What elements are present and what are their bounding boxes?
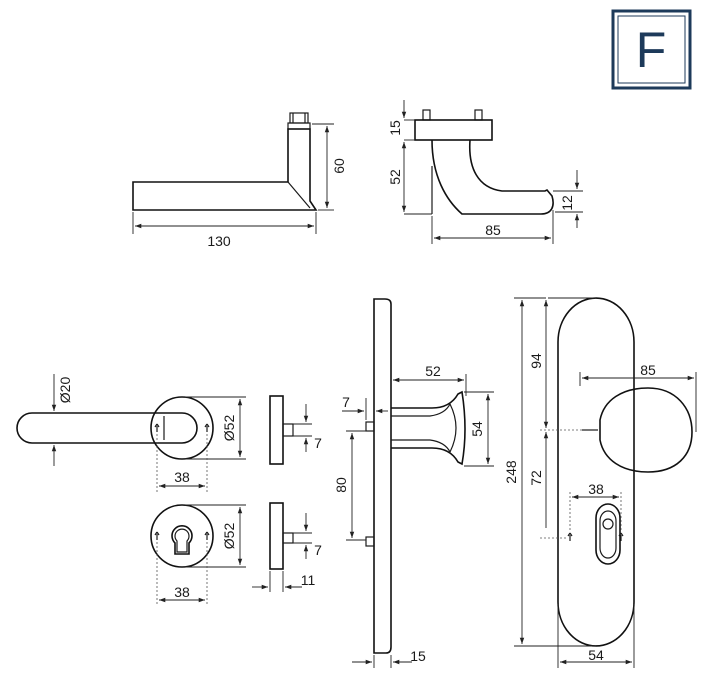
dim-fixing-spacing: 80	[333, 477, 349, 493]
logo-letter: F	[636, 22, 667, 78]
dim-rose-width: 38	[174, 469, 190, 485]
rose-side-view: 7	[269, 395, 322, 465]
dim-lever-height: 60	[331, 158, 347, 174]
dim-plate-reach: 85	[640, 362, 656, 378]
dim-cylinder-width: 38	[588, 481, 604, 497]
plate-front-view: 94 72 248 85 38 54	[503, 297, 697, 668]
dim-plate-upper: 94	[528, 353, 544, 369]
dim-escutcheon-projection: 7	[314, 542, 322, 558]
dim-plate-length: 248	[503, 460, 519, 484]
dim-plate-offset: 7	[342, 394, 350, 410]
lever-top-view: 15 52 85 12	[387, 100, 583, 244]
plate-side-view: 7 80 52 54 15	[333, 298, 494, 668]
dim-side-reach: 52	[425, 363, 441, 379]
brand-logo: F	[611, 9, 692, 90]
escutcheon-side-view: 7 11	[252, 502, 322, 592]
dim-escutcheon-diameter: Ø52	[221, 523, 237, 550]
dim-escutcheon-thickness: 11	[301, 572, 316, 588]
lever-side-view: 130 60	[132, 112, 347, 249]
dim-lever-depth: 85	[485, 222, 501, 238]
dim-side-height: 54	[469, 421, 485, 437]
escutcheon-front-view: Ø52 38	[150, 504, 246, 606]
dim-lever-top: 15	[387, 120, 403, 136]
dim-rose-projection: 7	[314, 435, 322, 451]
dim-lever-drop: 52	[387, 169, 403, 185]
rose-front-view: Ø20 Ø52 38	[16, 374, 246, 492]
dim-grip-diameter: Ø20	[57, 377, 73, 404]
dim-lever-thickness: 12	[559, 195, 575, 211]
dim-lever-length: 130	[207, 233, 231, 249]
dim-escutcheon-width: 38	[174, 584, 190, 600]
dim-rose-diameter: Ø52	[221, 415, 237, 442]
dim-plate-thickness: 15	[410, 648, 426, 664]
dim-plate-lower: 72	[528, 470, 544, 486]
dim-plate-width: 54	[588, 647, 604, 663]
